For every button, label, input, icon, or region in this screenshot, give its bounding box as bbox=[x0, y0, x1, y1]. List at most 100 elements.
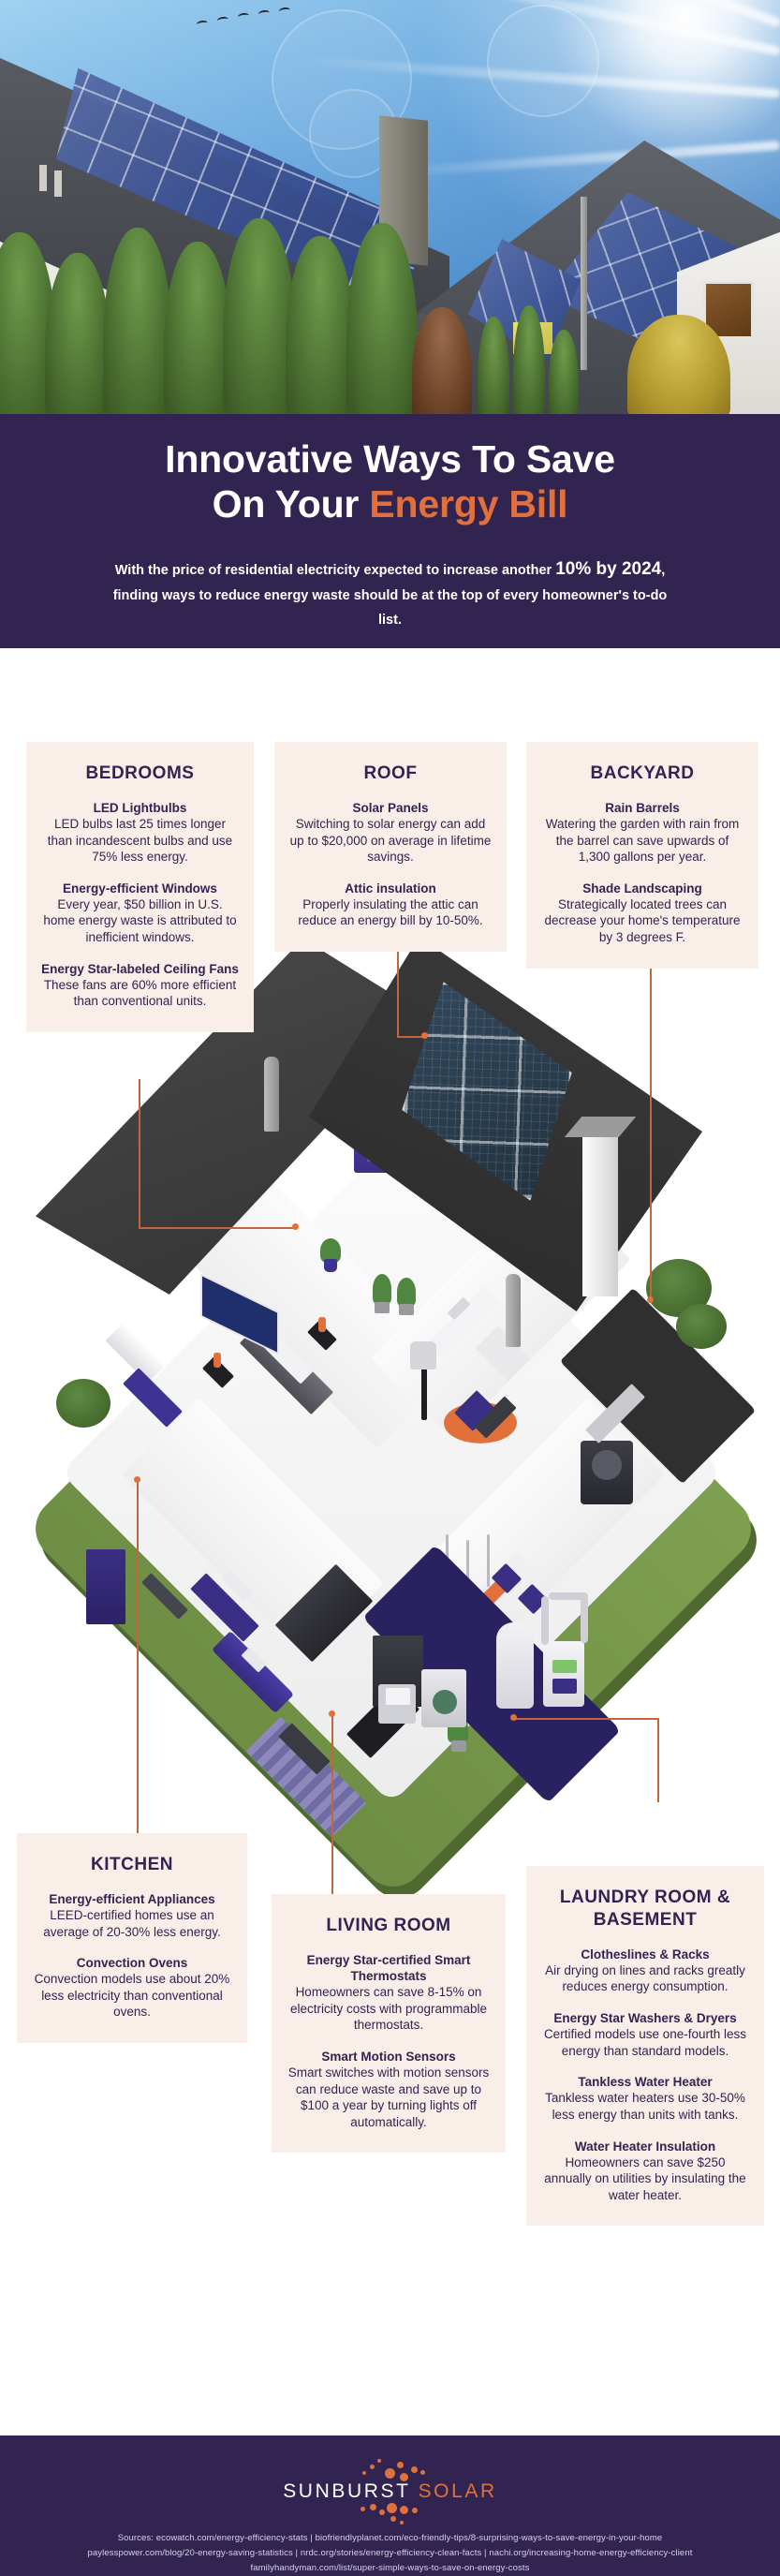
connector-line-roof bbox=[397, 1036, 425, 1038]
tip-title: Rain Barrels bbox=[605, 800, 680, 815]
tip-smart-thermostats: Energy Star-certified Smart Thermostats … bbox=[287, 1952, 491, 2034]
sunburst-top-icon bbox=[250, 2456, 531, 2481]
floor-lamp-shade bbox=[410, 1341, 436, 1369]
plant-icon bbox=[397, 1278, 416, 1306]
connector-dot-roof bbox=[421, 1032, 428, 1039]
card-roof[interactable]: ROOF Solar Panels Switching to solar ene… bbox=[274, 742, 507, 953]
main-content: BEDROOMS LED Lightbulbs LED bulbs last 2… bbox=[0, 648, 780, 2435]
tip-title: Energy-efficient Appliances bbox=[49, 1891, 215, 1906]
card-bedrooms[interactable]: BEDROOMS LED Lightbulbs LED bulbs last 2… bbox=[26, 742, 254, 1032]
sunburst-solar-logo[interactable]: SUNBURST SOLAR bbox=[250, 2456, 531, 2524]
footer: SUNBURST SOLAR Sources: ecowatch.com/ene… bbox=[0, 2435, 780, 2576]
card-backyard[interactable]: BACKYARD Rain Barrels Watering the garde… bbox=[526, 742, 758, 969]
plant-icon bbox=[373, 1274, 391, 1304]
title-line-1: Innovative Ways To Save bbox=[165, 437, 615, 481]
tankless-water-heater bbox=[543, 1641, 584, 1707]
hedge bbox=[223, 218, 296, 414]
hedge bbox=[45, 253, 110, 414]
roof-vent-pipe bbox=[506, 1274, 521, 1347]
tip-body: Homeowners can save 8-15% on electricity… bbox=[289, 1985, 488, 2033]
tip-attic-insulation: Attic insulation Properly insulating the… bbox=[289, 881, 492, 929]
connector-line-laundry bbox=[657, 1718, 659, 1802]
shrub bbox=[412, 307, 472, 414]
refrigerator bbox=[86, 1549, 125, 1624]
tip-rain-barrels: Rain Barrels Watering the garden with ra… bbox=[541, 800, 743, 866]
hedge bbox=[103, 228, 172, 414]
connector-line-kitchen bbox=[137, 1480, 139, 1853]
tip-body: Every year, $50 billion in U.S. home ene… bbox=[43, 896, 237, 945]
tree-icon bbox=[676, 1304, 727, 1349]
heater-pipe bbox=[541, 1596, 549, 1645]
tip-title: Clotheslines & Racks bbox=[581, 1947, 710, 1962]
hedge bbox=[478, 317, 509, 414]
title-band: Innovative Ways To Save On Your Energy B… bbox=[0, 414, 780, 648]
wall-vent-icon bbox=[39, 165, 47, 191]
hedge bbox=[346, 223, 418, 414]
subtitle: With the price of residential electricit… bbox=[100, 554, 681, 632]
tip-title: Water Heater Insulation bbox=[574, 2139, 716, 2154]
hero-photo bbox=[0, 0, 780, 414]
hedge bbox=[164, 242, 231, 414]
shrub-icon bbox=[56, 1379, 110, 1428]
tip-led-lightbulbs: LED Lightbulbs LED bulbs last 25 times l… bbox=[41, 800, 239, 866]
connector-line-backyard bbox=[650, 860, 652, 1300]
heater-pipe bbox=[581, 1596, 588, 1643]
connector-dot-bedrooms bbox=[292, 1223, 299, 1230]
lamp-icon bbox=[318, 1317, 326, 1332]
sink-basin bbox=[386, 1688, 410, 1705]
heater-panel bbox=[552, 1679, 577, 1694]
connector-line-living bbox=[331, 1714, 333, 1928]
tip-title: Tankless Water Heater bbox=[578, 2075, 713, 2090]
pendant-light-cord bbox=[466, 1540, 469, 1589]
tip-ceiling-fans: Energy Star-labeled Ceiling Fans These f… bbox=[41, 961, 239, 1010]
tip-energy-efficient-windows: Energy-efficient Windows Every year, $50… bbox=[41, 881, 239, 946]
connector-dot-laundry bbox=[510, 1714, 517, 1721]
sources-line-3: familyhandyman.com/list/super-simple-way… bbox=[250, 2563, 530, 2574]
tip-title: Shade Landscaping bbox=[582, 881, 702, 896]
connector-dot-backyard bbox=[647, 1296, 654, 1303]
washer-door-icon bbox=[433, 1690, 457, 1714]
tip-body: Strategically located trees can decrease… bbox=[544, 896, 741, 945]
plant-pot bbox=[324, 1259, 337, 1272]
sources-line-1: Sources: ecowatch.com/energy-efficiency-… bbox=[117, 2533, 663, 2543]
card-living-room[interactable]: LIVING ROOM Energy Star-certified Smart … bbox=[272, 1894, 506, 2154]
tip-shade-landscaping: Shade Landscaping Strategically located … bbox=[541, 881, 743, 946]
tip-clotheslines-racks: Clotheslines & Racks Air drying on lines… bbox=[541, 1947, 749, 1995]
tip-body: Certified models use one-fourth less ene… bbox=[543, 2027, 747, 2058]
tip-convection-ovens: Convection Ovens Convection models use a… bbox=[32, 1955, 232, 2021]
card-heading-bedrooms: BEDROOMS bbox=[85, 763, 195, 783]
tip-body: Air drying on lines and racks greatly re… bbox=[545, 1962, 745, 1994]
card-heading-kitchen: KITCHEN bbox=[91, 1855, 173, 1874]
page-title: Innovative Ways To Save On Your Energy B… bbox=[0, 437, 780, 527]
title-line-2-plain: On Your bbox=[212, 481, 370, 526]
logo-word-sunburst: SUNBURST bbox=[283, 2480, 411, 2502]
tip-title: Energy Star-labeled Ceiling Fans bbox=[41, 961, 239, 976]
sources-text: Sources: ecowatch.com/energy-efficiency-… bbox=[0, 2531, 780, 2576]
tip-title: Smart Motion Sensors bbox=[321, 2049, 456, 2064]
tip-body: Switching to solar energy can add up to … bbox=[289, 817, 492, 865]
connector-dot-living bbox=[329, 1710, 335, 1717]
heater-display bbox=[552, 1660, 577, 1673]
tip-energy-efficient-appliances: Energy-efficient Appliances LEED-certifi… bbox=[32, 1891, 232, 1940]
card-laundry-basement[interactable]: LAUNDRY ROOM & BASEMENT Clotheslines & R… bbox=[526, 1866, 764, 2227]
sunburst-bottom-icon bbox=[250, 2503, 531, 2527]
garage-door bbox=[703, 281, 754, 339]
tip-title: Energy Star-certified Smart Thermostats bbox=[306, 1952, 471, 1984]
logo-word-solar: SOLAR bbox=[418, 2480, 497, 2502]
tip-tankless-water-heater: Tankless Water Heater Tankless water hea… bbox=[541, 2074, 749, 2123]
tip-water-heater-insulation: Water Heater Insulation Homeowners can s… bbox=[541, 2139, 749, 2204]
card-heading-laundry-basement: LAUNDRY ROOM & BASEMENT bbox=[559, 1888, 731, 1930]
tip-title: Convection Ovens bbox=[76, 1956, 188, 1971]
connector-line-bedrooms bbox=[139, 1227, 298, 1229]
ac-fan-icon bbox=[592, 1450, 622, 1480]
white-chimney bbox=[582, 1128, 618, 1296]
hedge bbox=[513, 305, 545, 414]
tip-title: LED Lightbulbs bbox=[93, 800, 187, 815]
subtitle-stat: 10% by 2024 bbox=[555, 558, 662, 579]
shrub bbox=[627, 315, 730, 414]
tip-title: Attic insulation bbox=[345, 881, 436, 896]
plant-icon bbox=[320, 1238, 341, 1263]
card-kitchen[interactable]: KITCHEN Energy-efficient Appliances LEED… bbox=[17, 1833, 247, 2044]
heater-pipe bbox=[549, 1592, 588, 1600]
